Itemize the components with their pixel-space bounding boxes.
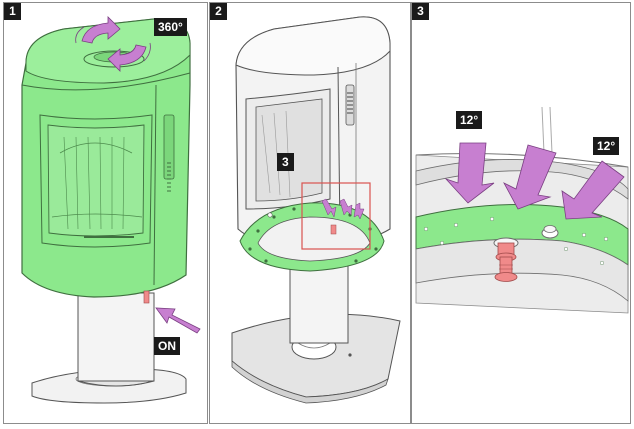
callout-label-3: 3 [277,153,294,171]
pointer-arrow-icon [155,307,201,334]
angle-arrow-icon [503,144,557,210]
valve-fitting [493,237,519,282]
valve-detail-illustration [415,106,629,314]
panel-3-detail-valve: 3 12° 12° [411,2,631,424]
label-360-degrees: 360° [154,18,187,36]
panel-2-stove-lifted: 2 [209,2,411,424]
panel-1-stove-rotation: 1 360° [3,2,208,424]
label-12-degrees-left: 12° [456,111,483,129]
label-12-degrees-right: 12° [593,137,620,155]
label-on: ON [154,337,180,355]
stove-illustration [21,16,201,404]
stove-raised-illustration [231,16,401,404]
angle-arrow-icon [444,142,495,204]
step-number-3: 3 [412,3,429,20]
rotate-arrow-icon [107,44,147,72]
pedestal-column [77,292,155,382]
detail-callout-box [301,182,371,250]
angle-arrow-icon [561,160,625,220]
step-number-2: 2 [210,3,227,20]
step-number-1: 1 [4,3,21,20]
rotate-arrow-icon [81,16,121,44]
air-control-knob [143,290,150,304]
